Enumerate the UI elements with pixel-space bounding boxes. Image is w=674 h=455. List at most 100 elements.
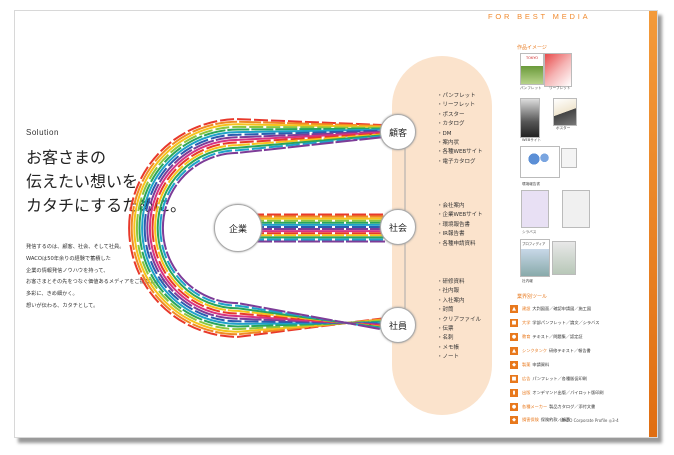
category-row: ▲ 建設大判図面／確認申請図／施工図 (510, 303, 591, 314)
list-item: ・社内報 (437, 288, 460, 295)
list-item: ・IR報告書 (437, 231, 465, 238)
leaflet-caption: リーフレット (549, 86, 571, 90)
list-item: ・企業WEBサイト (437, 212, 483, 219)
list-item: ・会社案内 (437, 203, 465, 209)
stripe-line (138, 227, 386, 328)
stripe-line (154, 227, 386, 329)
category-text: 研修テキスト／報告書 (548, 347, 591, 353)
company-node: 企業 (214, 204, 262, 252)
education-icon: ● (510, 332, 518, 341)
category-head: 損害保険 (522, 416, 539, 422)
environment-page-thumbnail (561, 148, 577, 168)
stripe-line (159, 135, 386, 229)
stripe-line (154, 133, 386, 229)
stripe-line (141, 227, 386, 325)
stripe-line (128, 227, 386, 338)
stripes-to-customer (128, 118, 386, 229)
list-item: ・DM (437, 130, 452, 137)
employee-media-list: ・研修資料 ・社内報 ・入社案内 ・封筒 ・クリアファイル ・伝票 ・名刺 ・メ… (437, 278, 481, 363)
thumbnail-title: TOKYO (525, 56, 539, 60)
stripe-line (146, 227, 386, 326)
pamphlet-thumbnail: TOKYO (520, 53, 544, 85)
newsletter-caption: 社内報 (522, 279, 533, 283)
category-row: ● 各種メーカー製品カタログ／添付文書 (510, 401, 595, 412)
web-thumbnail (520, 98, 540, 138)
pharma-icon: ◆ (510, 360, 518, 369)
category-text: 製品カタログ／添付文書 (549, 403, 596, 409)
orange-edge-bar (649, 11, 657, 437)
stripe-line (141, 128, 386, 229)
list-item: ・研修資料 (437, 279, 465, 285)
category-row: ■ 広告パンフレット／各種販促印刷 (510, 373, 587, 384)
stripe-line (135, 125, 386, 229)
body-line: 発信するのは、顧客、社会、そして社員。 (26, 244, 125, 250)
list-item: ・各種申請資料 (437, 240, 476, 247)
category-head: 製薬 (522, 361, 531, 367)
category-row: ◆ 損害保険保険約款／帳票 (510, 414, 570, 425)
list-item: ・リーフレット (437, 102, 476, 109)
think-tank-icon: ▲ (510, 346, 518, 355)
pamphlet-caption: パンフレット (520, 86, 542, 90)
publishing-icon: ▮ (510, 388, 518, 397)
category-head: 教育 (522, 333, 531, 339)
category-text: 保険約款／帳票 (540, 416, 571, 422)
stripes-to-society (250, 213, 385, 243)
stripe-line (130, 227, 386, 336)
stripe-line (148, 227, 386, 327)
poster-caption: ポスター (556, 126, 571, 130)
employee-node: 社員 (380, 307, 416, 343)
list-item: ・カタログ (437, 121, 465, 128)
list-item: ・案内状 (437, 140, 460, 147)
category-head: シンクタンク (522, 347, 547, 353)
category-head: 大学 (522, 319, 531, 325)
category-head: 広告 (522, 375, 531, 381)
header-tagline: FOR BEST MEDIA (488, 12, 591, 21)
stripe-line (161, 227, 386, 331)
category-row: ● 教育テキスト／問題集／認定証 (510, 331, 583, 342)
title-line: 伝えたい想いを (26, 172, 139, 191)
leaflet-thumbnail (544, 53, 572, 87)
list-item: ・各種WEBサイト (437, 149, 483, 156)
category-row: ▮ 出版オンデマンド出版／パイロット版印刷 (510, 387, 604, 398)
stripe-line (143, 227, 386, 325)
newsletter-page-thumbnail (552, 241, 576, 275)
body-line: 多彩に、きめ細かく。 (26, 291, 78, 298)
manufacturer-icon: ● (510, 402, 518, 411)
page-footer: WACO Corporate Profile ◎3-4 (560, 418, 619, 423)
stripe-line (151, 132, 386, 229)
body-line: WACOは50年余りの経験で蓄積した (26, 255, 111, 262)
body-line: 企業の情報発信ノウハウを持って、 (26, 267, 109, 274)
list-item: ・電子カタログ (437, 158, 476, 165)
works-title: 作品イメージ (517, 45, 547, 51)
syllabus-thumbnail (521, 190, 549, 228)
body-line: 想いが伝わる、カタチとして。 (26, 302, 99, 309)
newsletter-thumbnail: プロフィディア (520, 239, 550, 277)
environment-caption: 環境報告書 (522, 182, 540, 186)
society-media-list: ・会社案内 ・企業WEBサイト ・環境報告書 ・IR報告書 ・各種申請資料 (437, 202, 483, 249)
insurance-icon: ◆ (510, 415, 518, 424)
stripe-line (148, 131, 386, 229)
customer-node: 顧客 (380, 114, 416, 150)
list-item: ・封筒 (437, 307, 454, 314)
list-item: ・環境報告書 (437, 221, 471, 228)
stripe-line (151, 227, 386, 328)
solution-label: Solution (26, 128, 59, 137)
category-text: 申請資料 (532, 361, 550, 367)
poster-thumbnail (553, 98, 577, 126)
customer-media-list: ・パンフレット ・リーフレット ・ポスター ・カタログ ・DM ・案内状 ・各種… (437, 92, 483, 167)
society-node: 社会 (380, 209, 416, 245)
list-item: ・メモ帳 (437, 344, 460, 351)
category-text: パンフレット／各種販促印刷 (532, 375, 587, 381)
stripe-line (135, 227, 386, 331)
thumbnail-title: プロフィディア (522, 242, 546, 246)
category-text: テキスト／問題集／認定証 (532, 333, 583, 339)
stripe-line (130, 120, 386, 229)
stripe-line (156, 134, 386, 229)
category-row: ■ 大学学部パンフレット／論文／シラバス (510, 317, 599, 328)
environment-thumbnail (520, 146, 560, 178)
world-map-icon (525, 153, 555, 165)
list-item: ・ノート (437, 354, 460, 361)
syllabus-caption: シラバス (522, 230, 537, 234)
category-text: 大判図面／確認申請図／施工図 (532, 305, 592, 311)
